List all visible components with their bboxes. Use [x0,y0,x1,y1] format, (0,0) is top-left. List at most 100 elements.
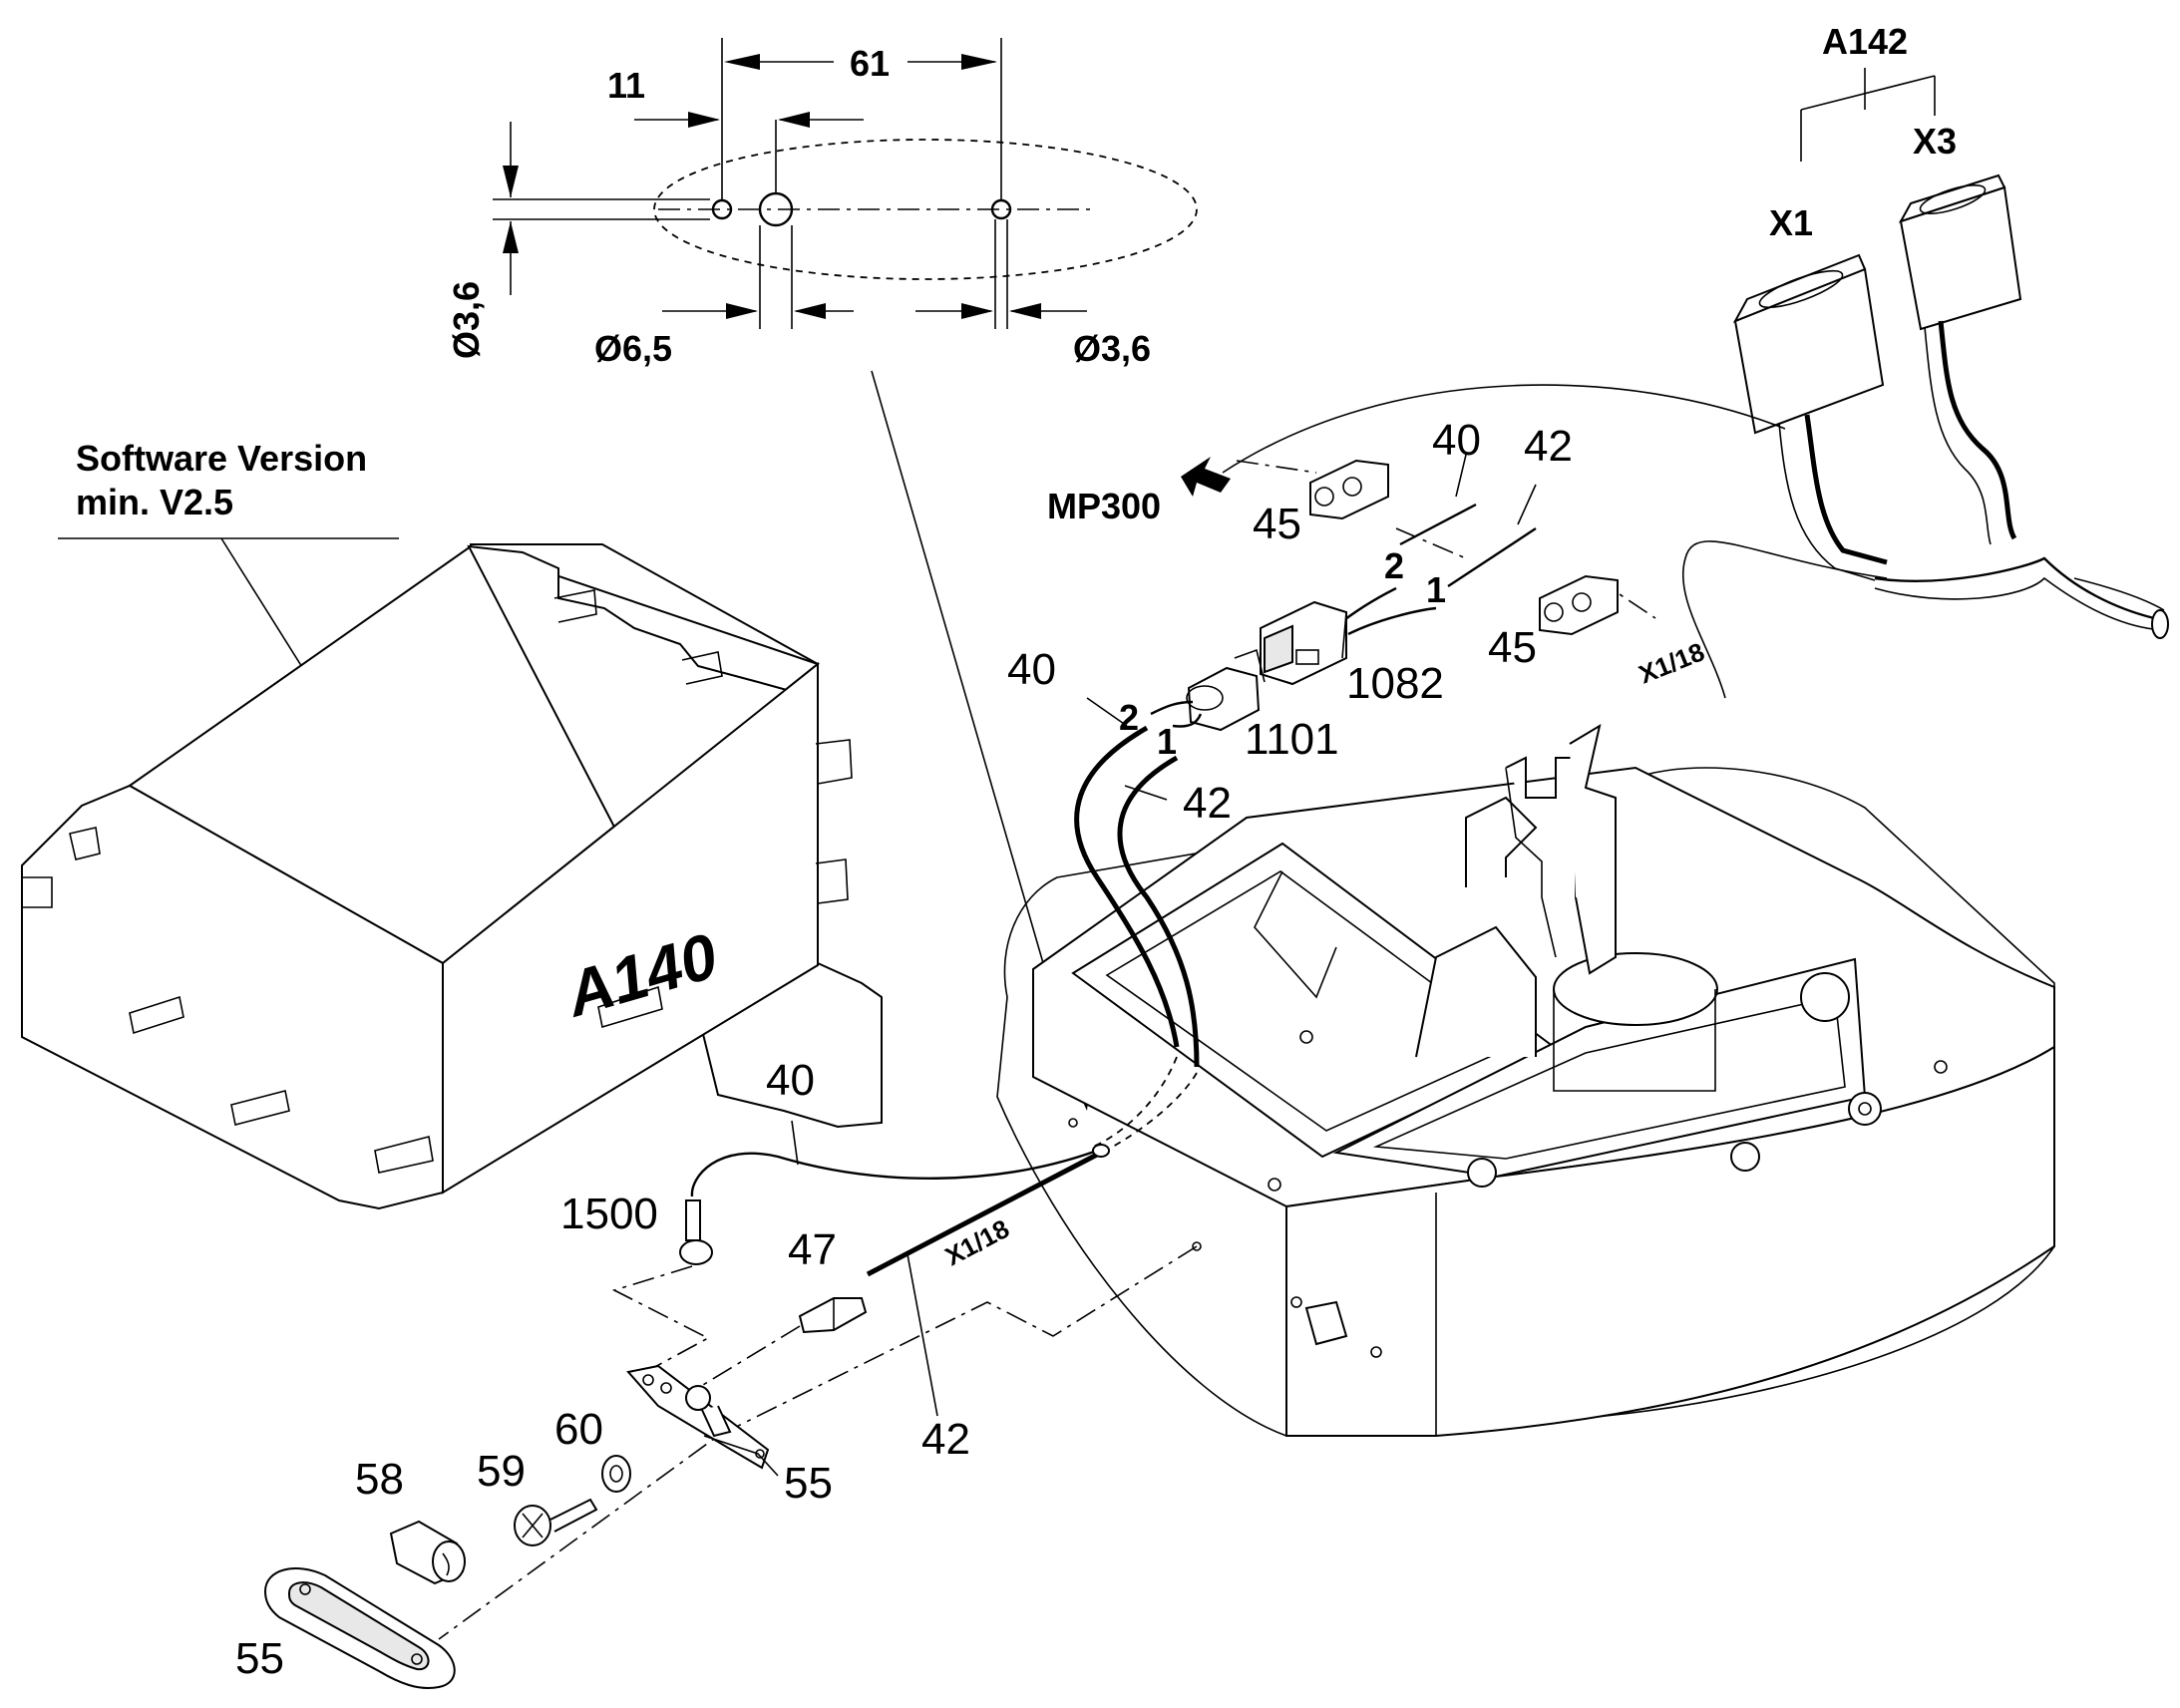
lens-cover-55 [263,1567,456,1689]
callout-47: 47 [788,1225,837,1274]
callout-1082: 1082 [1346,659,1444,708]
column-side [1553,989,1716,1092]
callout-45-right: 45 [1488,623,1537,672]
control-unit-a140: A140 [21,543,883,1210]
plug-assembly: MP300 45 40 42 2 1 45 X1/18 [1047,416,1708,764]
part-1500 [679,1199,713,1265]
callout-1101: 1101 [1245,715,1339,764]
column [1415,925,1537,1058]
wire [1172,713,1203,728]
fork-left [1465,796,1538,887]
bracket-outline [653,139,1198,280]
callout-40-mid: 40 [1007,645,1056,694]
arrow [961,303,993,319]
wire-40-lower [690,1149,1098,1197]
leader [1086,697,1128,727]
cable-hidden [1092,1056,1178,1148]
pocket-wall [1254,870,1337,999]
notch [69,827,101,860]
washer-60 [601,1455,631,1493]
callout-55-right: 55 [784,1459,833,1508]
arrow [724,54,760,70]
notch [374,1136,434,1174]
cable-hidden [1100,1072,1198,1154]
mount-hole [1192,1241,1202,1251]
leader [1800,75,1936,111]
software-note-line1: Software Version [76,438,367,479]
leader [1517,484,1537,525]
dim-61-label: 61 [850,43,890,84]
leader [1124,785,1168,801]
bulb-58 [389,1520,466,1585]
assembly-axis [697,1325,801,1389]
callout-45-left: 45 [1253,500,1301,548]
callout-40-upper: 40 [1432,416,1481,465]
screw-59 [514,1498,598,1546]
screw-hole [1370,1346,1382,1358]
sleeve-45-left [1309,459,1389,520]
pin-1-lower: 1 [1157,721,1177,762]
dim-diameter-left-label: Ø3,6 [446,281,487,359]
callout-59: 59 [477,1447,526,1496]
pocket-right-inner [1372,996,1846,1160]
callout-55-left: 55 [235,1634,284,1683]
arrow [726,303,758,319]
harness-a142: A142 X3 X1 [1222,21,2169,699]
wire-ref-bottom: X1/18 [940,1213,1014,1271]
wire-40-upper [1399,503,1477,546]
dim-diameter-center-label: Ø6,5 [594,328,672,369]
harness-outline [1222,384,1786,474]
arrow [1009,303,1041,319]
arrow [688,112,720,128]
mount-hole [1068,1118,1078,1128]
terminal-47 [798,1297,868,1334]
sleeve-45-right [1539,574,1619,636]
callout-42-mid: 42 [1183,779,1232,828]
notch [815,739,853,785]
leader [1455,454,1467,498]
pin-2-lower: 2 [1119,697,1139,738]
bolt-head [1467,1158,1497,1188]
base-outline [996,767,2055,1437]
callout-60: 60 [554,1405,603,1454]
arrow [961,54,997,70]
connector-x1-pins [1758,269,1844,309]
callout-42-lower: 42 [921,1415,970,1464]
callout-58: 58 [355,1455,404,1504]
harness-label: A142 [1822,21,1908,62]
arrow [778,112,810,128]
notch [681,651,723,685]
a140-side-face [442,661,819,1195]
fork-top [1569,723,1617,975]
wire-42-lower [866,1152,1099,1277]
screw-hole [1290,1296,1302,1308]
connector-1082 [1260,600,1347,686]
grommet [1092,1144,1110,1158]
notch [22,876,53,908]
pin-2-upper: 2 [1384,545,1404,586]
bolt-hole [1858,1102,1872,1116]
hole-small-left [711,198,733,220]
mp300-arrow [1181,457,1231,497]
wire-42-upper [1447,526,1537,588]
cable-42 [1117,755,1200,1068]
arrow [503,221,519,253]
notch [129,995,184,1035]
pin-1-upper: 1 [1426,569,1446,610]
panel-cutout [1304,1300,1348,1346]
connector-x1-label: X1 [1769,202,1813,243]
notch [553,589,597,623]
harness-cable-edge [1924,326,1992,545]
bolt-head [1730,1142,1760,1172]
connector-1101 [1186,648,1266,732]
base-front-face [1285,1045,2055,1437]
port-hole [1800,972,1850,1022]
connector-x3-label: X3 [1913,121,1957,162]
wire-pin1 [1347,606,1437,636]
callout-42-upper: 42 [1524,422,1573,471]
software-note: Software Version min. V2.5 [58,438,399,759]
dim-diameter-right-label: Ø3,6 [1073,328,1151,369]
wire-ref-top: X1/18 [1635,636,1708,689]
notch [230,1090,290,1126]
